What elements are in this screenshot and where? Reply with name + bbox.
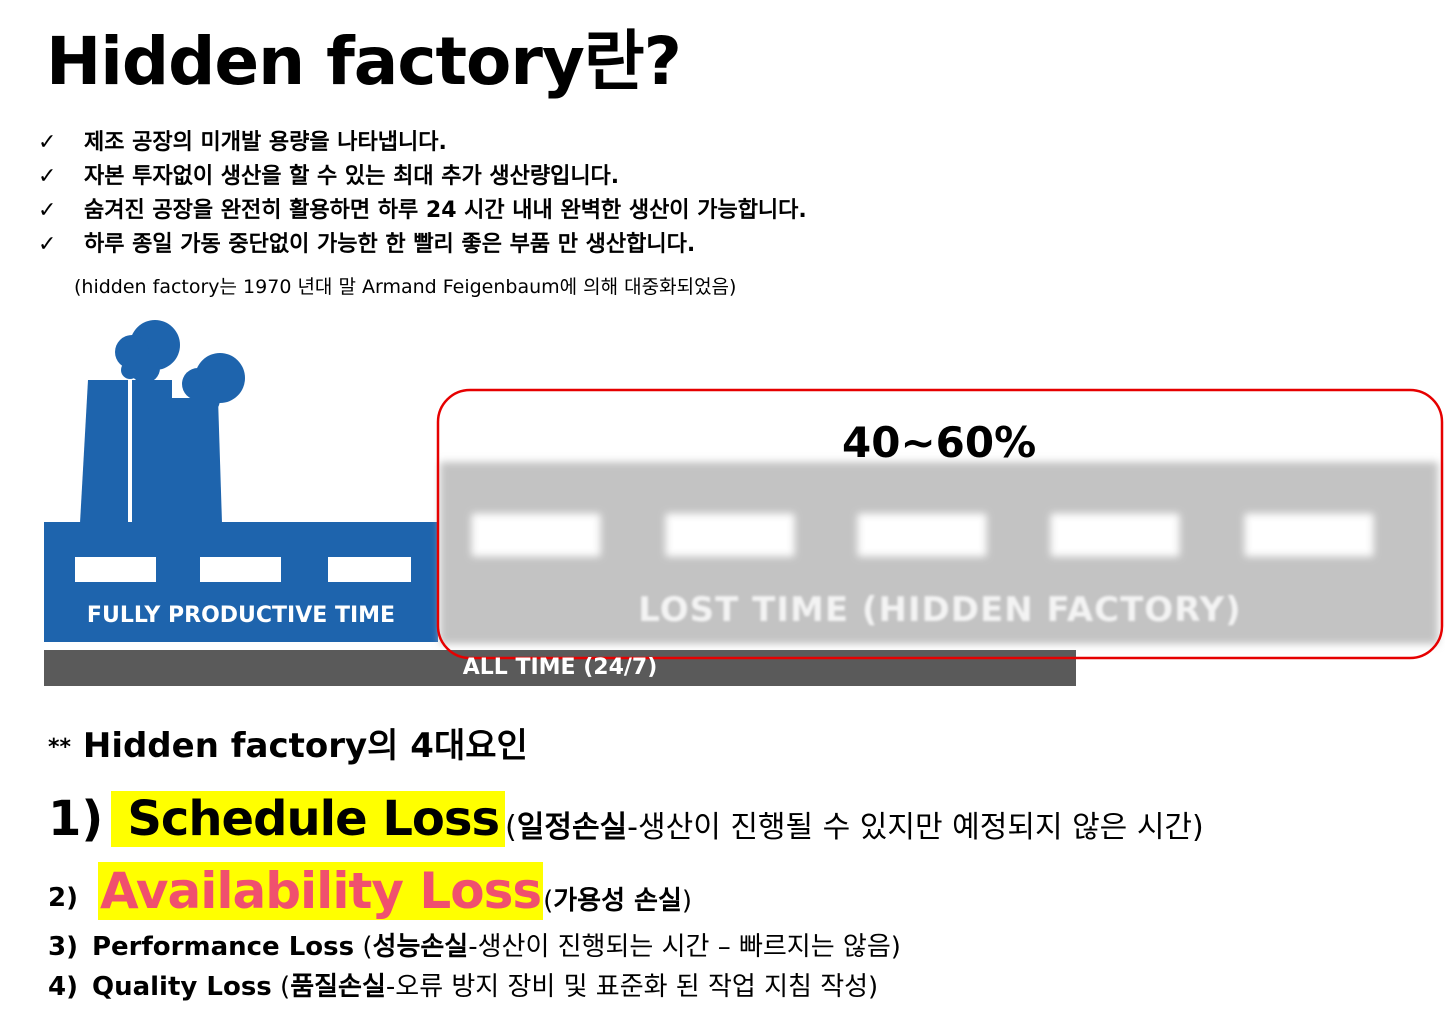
paren: ( xyxy=(271,972,291,1002)
factor-number: 3) xyxy=(48,932,78,962)
factor-item: 4) Quality Loss (품질손실-오류 방지 장비 및 표준화 된 작업… xyxy=(48,966,878,1003)
factor-item: 2) Availability Loss (가용성 손실) xyxy=(48,856,692,926)
factor-name: Performance Loss xyxy=(91,932,355,962)
bullet-item: ✓ 하루 종일 가동 중단없이 가능한 한 빨리 좋은 부품 만 생산합니다. xyxy=(38,228,807,262)
factor-key: 성능손실 xyxy=(372,932,469,962)
factor-rest: ) xyxy=(681,885,693,916)
check-icon: ✓ xyxy=(38,198,57,223)
lost-time-block xyxy=(440,462,1438,644)
factor-name: Quality Loss xyxy=(91,972,272,1002)
factor-number: 2) xyxy=(48,883,78,913)
smoke-icon xyxy=(115,320,245,414)
factor-rest: -생산이 진행될 수 있지만 예정되지 않은 시간) xyxy=(627,810,1204,845)
hidden-percent: 40~60% xyxy=(842,418,1037,467)
factor-number: 4) xyxy=(48,972,78,1002)
hidden-factory-highlight xyxy=(436,388,1444,660)
factors-heading: ** Hidden factory의 4대요인 xyxy=(48,718,528,767)
check-icon: ✓ xyxy=(38,164,57,189)
all-time-bar xyxy=(44,650,1076,686)
paren: ( xyxy=(354,932,373,962)
factor-name: Schedule Loss xyxy=(111,791,506,847)
bullet-text: 자본 투자없이 생산을 할 수 있는 최대 추가 생산량입니다. xyxy=(84,164,620,189)
factor-description: (가용성 손실) xyxy=(543,880,692,917)
factor-number: 1) xyxy=(48,791,104,847)
factors-heading-text: Hidden factory의 4대요인 xyxy=(82,726,528,766)
bullet-item: ✓ 제조 공장의 미개발 용량을 나타냅니다. xyxy=(38,126,807,160)
factor-description: (일정손실-생산이 진행될 수 있지만 예정되지 않은 시간) xyxy=(505,802,1204,846)
bullet-list: ✓ 제조 공장의 미개발 용량을 나타냅니다. ✓ 자본 투자없이 생산을 할 수 … xyxy=(38,126,807,262)
hidden-factory-illustration xyxy=(44,320,1444,686)
paren: ( xyxy=(505,810,517,845)
page-title: Hidden factory란? xyxy=(46,23,682,100)
bullet-text: 하루 종일 가동 중단없이 가능한 한 빨리 좋은 부품 만 생산합니다. xyxy=(84,232,696,257)
factor-name: Availability Loss xyxy=(97,862,544,920)
lost-time-label: LOST TIME (HIDDEN FACTORY) xyxy=(638,590,1242,630)
check-icon: ✓ xyxy=(38,232,57,257)
factor-rest: -오류 방지 장비 및 표준화 된 작업 지침 작성) xyxy=(385,972,879,1002)
bullet-item: ✓ 자본 투자없이 생산을 할 수 있는 최대 추가 생산량입니다. xyxy=(38,160,807,194)
factory-chimney xyxy=(80,380,222,523)
stars-mark: ** xyxy=(48,735,72,760)
factor-item: 1) Schedule Loss (일정손실-생산이 진행될 수 있지만 예정되… xyxy=(48,786,1204,852)
paren: ( xyxy=(543,885,554,916)
factor-item: 3) Performance Loss (성능손실-생산이 진행되는 시간 – 빠… xyxy=(48,926,901,963)
factor-rest: -생산이 진행되는 시간 – 빠르지는 않음) xyxy=(468,932,901,962)
history-note: (hidden factory는 1970 년대 말 Armand Feigen… xyxy=(74,276,737,298)
all-time-label: ALL TIME (24/7) xyxy=(462,655,658,680)
factory-windows xyxy=(75,557,411,582)
factor-key: 일정손실 xyxy=(516,810,628,845)
bullet-text: 숨겨진 공장을 완전히 활용하면 하루 24 시간 내내 완벽한 생산이 가능합… xyxy=(84,198,807,223)
bullet-text: 제조 공장의 미개발 용량을 나타냅니다. xyxy=(84,130,447,155)
fully-productive-label: FULLY PRODUCTIVE TIME xyxy=(86,603,396,628)
factor-key: 가용성 손실 xyxy=(553,885,682,916)
factor-key: 품질손실 xyxy=(290,972,386,1002)
check-icon: ✓ xyxy=(38,130,57,155)
bullet-item: ✓ 숨겨진 공장을 완전히 활용하면 하루 24 시간 내내 완벽한 생산이 가능… xyxy=(38,194,807,228)
